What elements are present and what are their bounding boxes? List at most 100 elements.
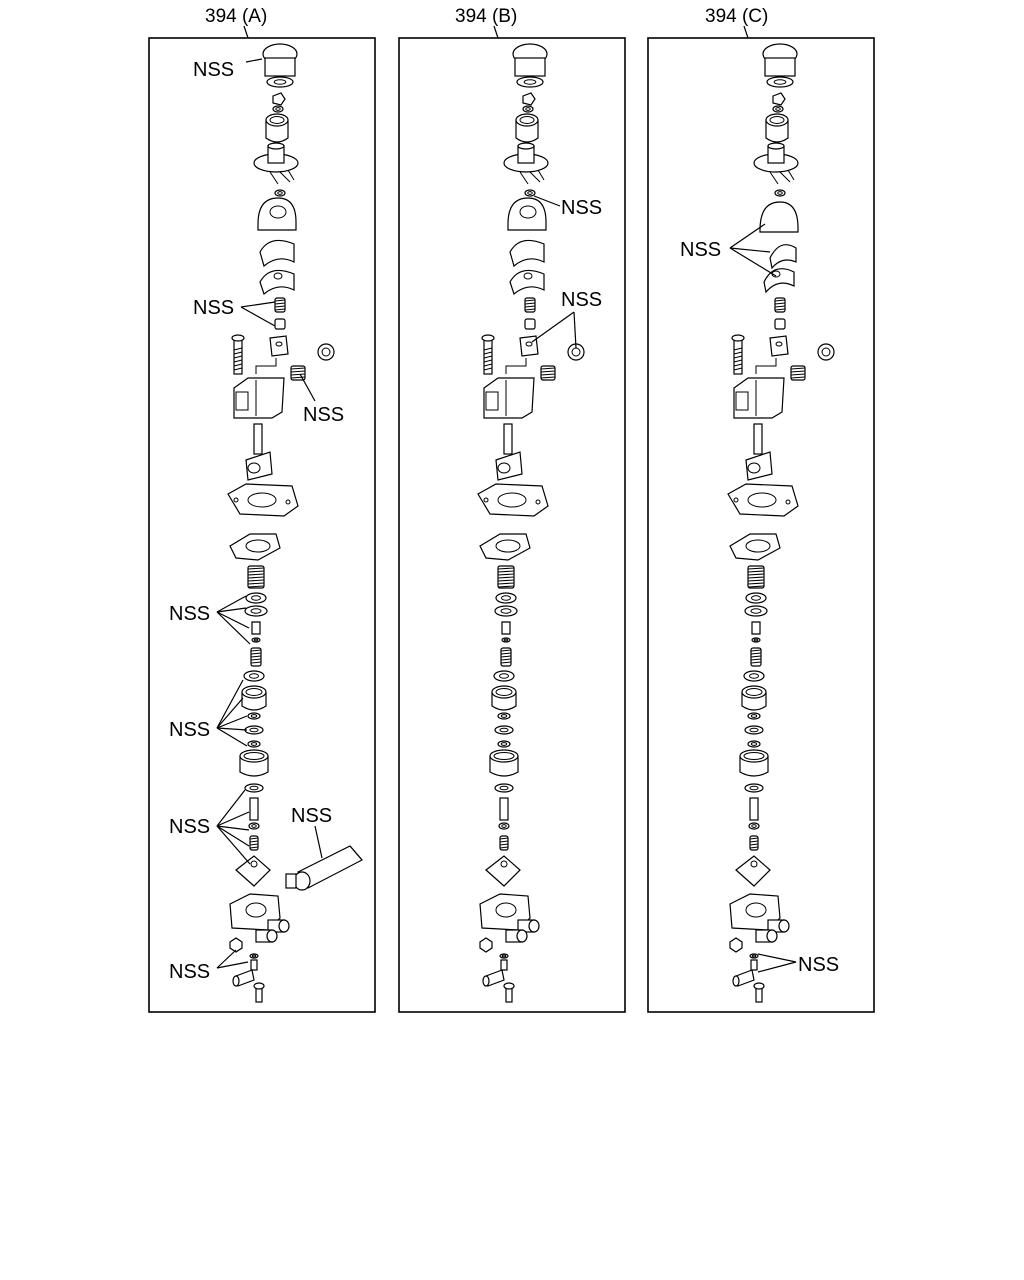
- valve-stem: [251, 621, 261, 635]
- nss-label-a-2: NSS: [193, 297, 234, 319]
- washer: [499, 953, 509, 959]
- fitting: [750, 959, 758, 971]
- housing-block: [233, 377, 285, 419]
- washer: [744, 725, 764, 735]
- fitting: [250, 959, 258, 971]
- clip: [501, 637, 511, 643]
- spring: [774, 297, 786, 313]
- spring: [274, 297, 286, 313]
- washer: [247, 740, 261, 748]
- retainer: [774, 318, 786, 330]
- panel-c-parts: [727, 43, 835, 1003]
- ring: [248, 822, 260, 830]
- cam-block: [257, 197, 297, 231]
- needle: [749, 797, 759, 821]
- o-ring: [245, 592, 267, 604]
- o-ring: [493, 670, 515, 682]
- spring: [749, 835, 759, 851]
- cap-body: [764, 57, 796, 77]
- nss-label-a-4: NSS: [169, 603, 210, 625]
- roller-segment: [509, 239, 545, 268]
- plug: [817, 343, 835, 361]
- roller-segment: [769, 244, 797, 270]
- o-ring: [244, 783, 264, 793]
- valve-cover: [229, 533, 281, 561]
- panel-c-frame: [647, 37, 875, 1013]
- washer: [247, 712, 261, 720]
- spring: [790, 365, 806, 381]
- plug: [317, 343, 335, 361]
- gasket: [485, 855, 521, 887]
- washer: [747, 740, 761, 748]
- nss-label-a-3: NSS: [303, 404, 344, 426]
- clip: [751, 637, 761, 643]
- panel-b-frame: [398, 37, 626, 1013]
- nss-label-a-5: NSS: [169, 719, 210, 741]
- washer: [249, 953, 259, 959]
- panel-a-parts: [227, 43, 335, 1003]
- ring: [748, 822, 760, 830]
- needle: [499, 797, 509, 821]
- panel-b-parts: [477, 43, 585, 1003]
- washer: [497, 712, 511, 720]
- nss-label-c-1: NSS: [680, 239, 721, 261]
- washer: [497, 740, 511, 748]
- o-ring: [743, 670, 765, 682]
- gasket: [735, 855, 771, 887]
- washer: [494, 605, 518, 617]
- retainer: [524, 318, 536, 330]
- panel-b-title: 394 (B): [455, 6, 517, 27]
- housing-block: [483, 377, 535, 419]
- panel-a: 394 (A) NSS NSS NSS NSS NSS NSS: [148, 6, 376, 1013]
- valve-cover: [479, 533, 531, 561]
- nut: [229, 937, 243, 953]
- roller-segment: [259, 239, 295, 268]
- roller-segment: [763, 268, 795, 294]
- valve-stem: [751, 621, 761, 635]
- o-ring: [745, 592, 767, 604]
- nut: [522, 92, 536, 106]
- clip: [251, 637, 261, 643]
- valve-cover: [729, 533, 781, 561]
- panel-a-title: 394 (A): [205, 6, 267, 27]
- panel-b: 394 (B) NSS NSS: [398, 6, 626, 1013]
- gasket-plate: [227, 483, 299, 517]
- roller-segment: [259, 269, 295, 296]
- washer: [524, 189, 536, 197]
- fitting: [500, 959, 508, 971]
- nut: [272, 92, 286, 106]
- cap-body: [264, 57, 296, 77]
- roller-segment: [509, 269, 545, 296]
- washer: [244, 725, 264, 735]
- washer: [747, 712, 761, 720]
- plunger: [753, 423, 763, 455]
- washer: [244, 605, 268, 617]
- spring: [249, 835, 259, 851]
- washer: [272, 105, 284, 113]
- cam-block: [507, 197, 547, 231]
- washer: [774, 189, 786, 197]
- o-ring: [744, 783, 764, 793]
- panel-c-title: 394 (C): [705, 6, 768, 27]
- washer: [274, 189, 286, 197]
- nut: [729, 937, 743, 953]
- spring: [499, 835, 509, 851]
- washer: [522, 105, 534, 113]
- panel-c: 394 (C) NSS NSS: [647, 6, 875, 1013]
- washer: [744, 605, 768, 617]
- o-ring: [266, 76, 294, 88]
- nss-label-c-2: NSS: [798, 954, 839, 976]
- washer: [494, 725, 514, 735]
- cam-block: [759, 201, 799, 233]
- washer: [749, 953, 759, 959]
- o-ring: [495, 592, 517, 604]
- grease-tube: [285, 845, 363, 891]
- housing-block: [733, 377, 785, 419]
- nss-label-a-8: NSS: [169, 961, 210, 983]
- o-ring: [766, 76, 794, 88]
- gasket-plate: [727, 483, 799, 517]
- nut: [772, 92, 786, 106]
- spring: [540, 365, 556, 381]
- plunger: [503, 423, 513, 455]
